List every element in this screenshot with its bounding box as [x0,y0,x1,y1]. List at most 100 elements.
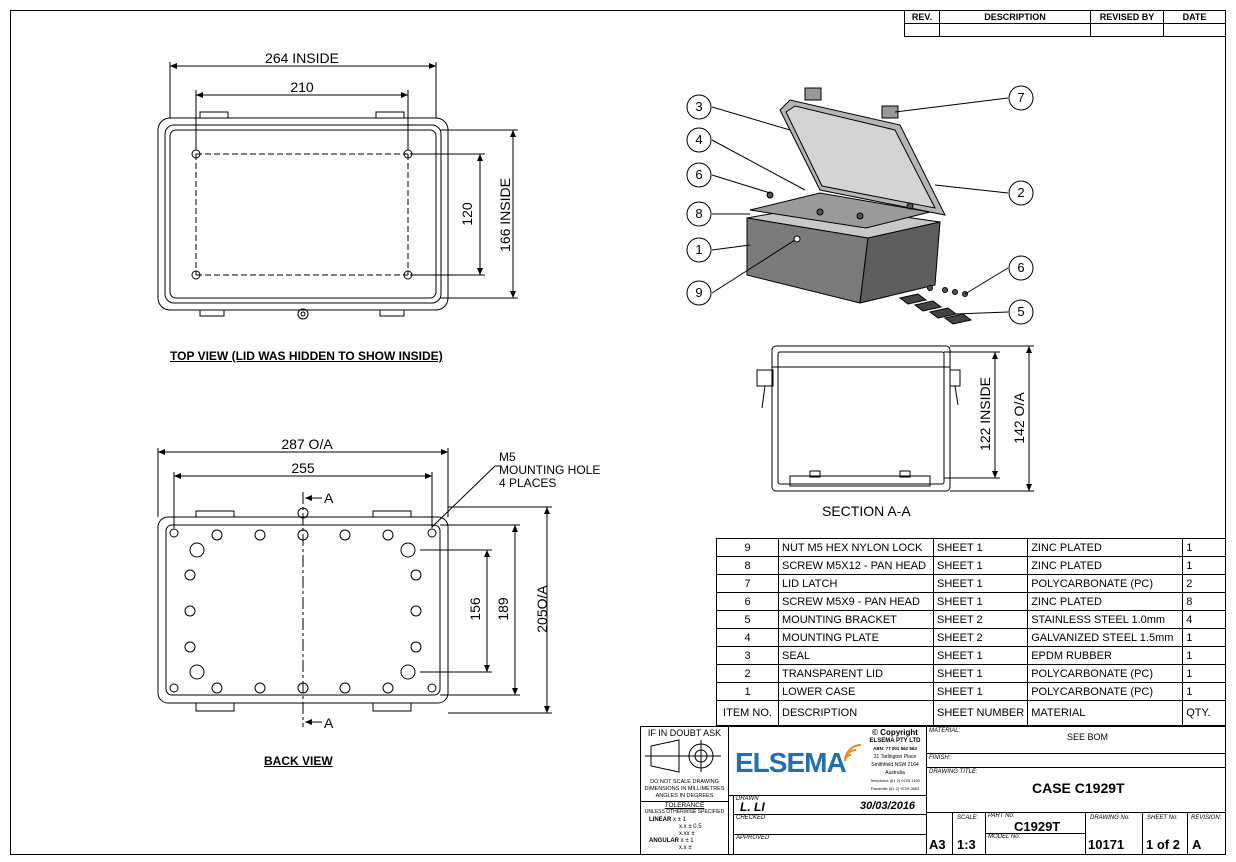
bom-material: ZINC PLATED [1027,556,1184,575]
revision-label: REVISION: [1191,815,1222,821]
tol-lin-3: x.xx ± [679,831,695,837]
bom-material: POLYCARBONATE (PC) [1027,682,1184,701]
balloon-7: 7 [1017,90,1025,105]
address-2: Smithfield NSW 2164 [871,762,919,768]
bom-material: ZINC PLATED [1027,538,1184,557]
bom-sheet: SHEET 1 [932,556,1029,575]
balloon-3: 3 [695,99,703,114]
dim-287-oa: 287 O/A [281,436,333,452]
revision-table: REV. DESCRIPTION REVISED BY DATE [904,10,1226,37]
drawing-no-label: DRAWING No: [1090,815,1130,821]
drawing-no-cell: DRAWING No: 10171 [1085,812,1143,855]
bom-item: 5 [716,610,779,629]
bom-description: NUT M5 HEX NYLON LOCK [778,538,934,557]
angular-label: ANGULAR [649,838,679,844]
back-view-caption: BACK VIEW [264,754,333,768]
bom-qty: 8 [1182,592,1226,611]
top-view [157,62,518,320]
scale-note-1: DO NOT SCALE DRAWING [650,779,719,785]
dim-205-oa: 205O/A [534,585,550,633]
bom-sheet: SHEET 1 [932,574,1029,593]
checked-label: CHECKED [736,815,766,821]
approved-label: APPROVED [736,835,770,841]
bom-description: LID LATCH [778,574,934,593]
tol-lin-2: x.x ± 0.5 [679,824,702,830]
approved-row: APPROVED [733,834,927,855]
dim-255: 255 [291,460,315,476]
bom-description: LOWER CASE [778,682,934,701]
part-cell: PART No: C1929T [985,812,1086,834]
scale-note-3: ANGLES IN DEGREES [655,793,714,799]
drawn-row: DRAWN L. LI 30/03/2016 [733,795,927,815]
sheet-label: SHEET No: [1147,815,1179,821]
bom-sheet: SHEET 1 [932,682,1029,701]
dim-189: 189 [495,597,511,621]
drawing-title-label: DRAWING TITLE: [929,769,978,775]
copyright: © Copyright [872,728,918,737]
bom-qty: 1 [1182,628,1226,647]
bom-header-qty: QTY. [1182,700,1226,726]
part-no: C1929T [1014,819,1061,834]
bom-description: SEAL [778,646,934,665]
bom-material: POLYCARBONATE (PC) [1027,664,1184,683]
balloon-leaders [711,97,1009,315]
drawn-label: DRAWN [736,796,759,802]
bom-material: GALVANIZED STEEL 1.5mm [1027,628,1184,647]
bom-item: 1 [716,682,779,701]
bom-qty: 1 [1182,664,1226,683]
bom-material: STAINLESS STEEL 1.0mm [1027,610,1184,629]
isometric-view [746,87,973,325]
abn: ABN: 77 001 562 563 [873,746,917,751]
bom-description: SCREW M5X9 - PAN HEAD [778,592,934,611]
dim-120: 120 [459,202,475,226]
bom-qty: 4 [1182,610,1226,629]
size-cell: A3 [926,812,953,855]
bom-item: 6 [716,592,779,611]
fax: Facsimile (61 2) 9729 2663 [870,786,920,791]
dim-166-inside: 166 INSIDE [497,178,513,252]
bom-sheet: SHEET 1 [932,646,1029,665]
section-mark-top: A [324,490,334,506]
back-view [157,448,552,727]
material-row: MATERIAL: SEE BOM [926,726,1226,754]
company-block: ELSEMA © Copyright ELSEMA PTY LTD ABN: 7… [728,726,927,796]
note-line-3: 4 PLACES [499,476,557,490]
scale: 1:3 [957,837,976,852]
bom-item: 2 [716,664,779,683]
bom-item: 4 [716,628,779,647]
tolerance-block: IF IN DOUBT ASK DO NOT SCALE DRAWING DIM… [640,726,729,855]
note-line-2: MOUNTING HOLE [499,463,601,477]
dim-264-inside: 264 INSIDE [265,50,339,66]
material-value: SEE BOM [1067,732,1109,742]
top-view-caption: TOP VIEW (LID WAS HIDDEN TO SHOW INSIDE) [170,349,443,363]
drawing-border [10,10,1226,855]
bom-sheet: SHEET 2 [932,628,1029,647]
size: A3 [929,837,946,852]
model-label: MODEL No: [988,834,1021,840]
balloon-1: 1 [695,242,703,257]
bom-qty: 2 [1182,574,1226,593]
doubt-text: IF IN DOUBT ASK [647,728,722,738]
drawn-by: L. LI [740,800,765,814]
bom-description: TRANSPARENT LID [778,664,934,683]
finish-row: FINISH: [926,753,1226,768]
section-caption: SECTION A-A [822,503,911,519]
scale-label: SCALE: [957,815,979,821]
balloon-5: 5 [1017,304,1025,319]
tol-ang-2: x.x ± [679,845,692,851]
company-name: ELSEMA PTY LTD [869,738,921,744]
elsema-logo: ELSEMA [735,747,847,778]
bom-qty: 1 [1182,538,1226,557]
linear-label: LINEAR [649,817,672,823]
balloon-6: 6 [695,167,703,182]
bom-material: EPDM RUBBER [1027,646,1184,665]
section-view [756,345,1034,492]
